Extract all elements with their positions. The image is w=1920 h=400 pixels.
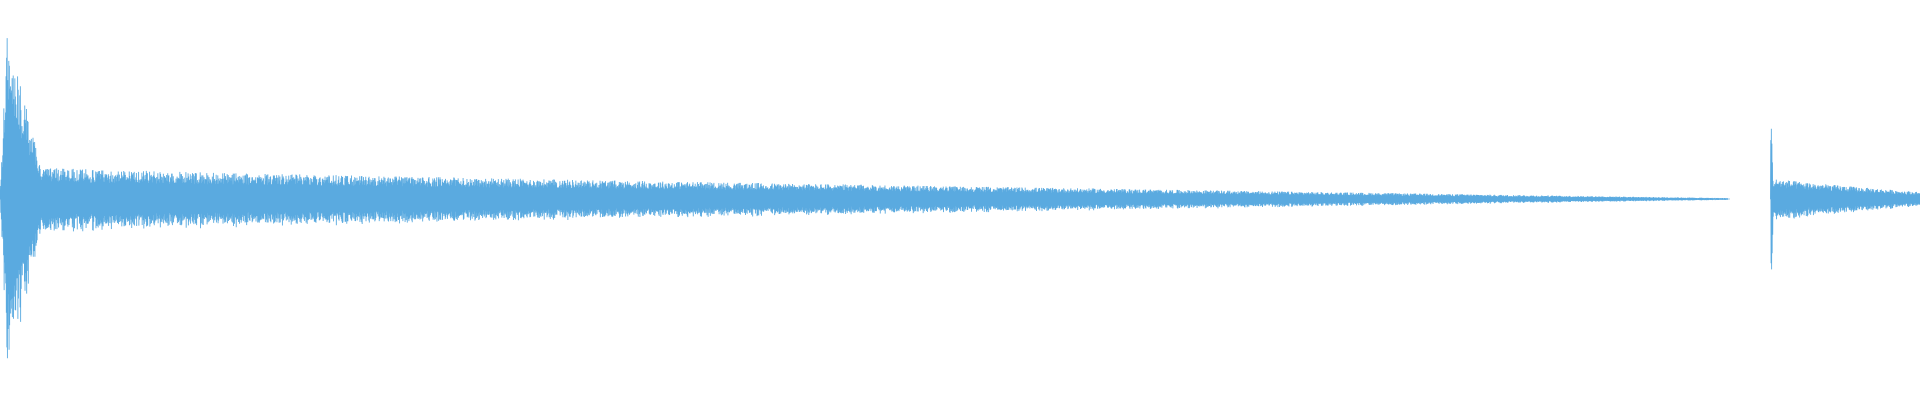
waveform-segment-second-hit — [1770, 128, 1920, 270]
waveform-segment-first-hit — [0, 38, 1729, 359]
